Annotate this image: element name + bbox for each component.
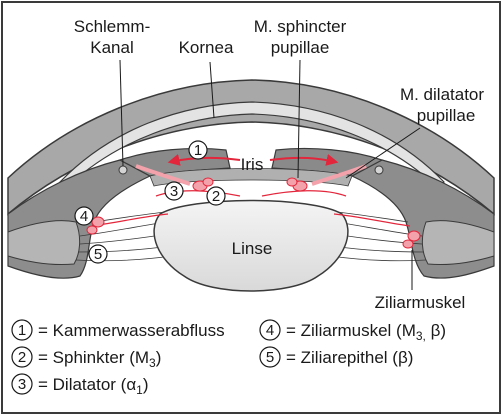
legend-item-1: 1 = Kammerwasserabfluss [12,320,225,340]
label-sphincter-1: M. sphincter [254,17,347,36]
schlemm-canal-left [119,166,127,174]
svg-text:2: 2 [18,349,26,366]
label-dilatator-1: M. dilatator [400,85,484,104]
label-dilatator-2: pupillae [417,106,476,125]
svg-text:= Ziliarepithel (β): = Ziliarepithel (β) [286,348,413,367]
svg-text:4: 4 [266,322,274,339]
marker-2: 2 [207,187,225,205]
svg-text:= Kammerwasserabfluss: = Kammerwasserabfluss [38,321,225,340]
label-schlemm-1: Schlemm- [74,17,151,36]
svg-text:= Sphinkter (M3): = Sphinkter (M3) [38,348,161,370]
svg-text:= Dilatator (α1): = Dilatator (α1) [38,375,149,397]
label-iris: Iris [241,155,264,174]
marker-5: 5 [89,245,107,263]
svg-text:3: 3 [18,376,26,393]
label-schlemm-2: Kanal [90,38,133,57]
svg-text:3: 3 [170,183,178,200]
marker-3: 3 [165,182,183,200]
schlemm-canal-right [375,166,383,174]
svg-text:4: 4 [80,208,88,225]
marker-4: 4 [75,207,93,225]
label-sphincter-2: pupillae [271,38,330,57]
svg-text:5: 5 [266,349,274,366]
svg-text:5: 5 [94,246,102,263]
svg-text:2: 2 [212,188,220,205]
label-linse: Linse [232,239,273,258]
svg-text:1: 1 [18,322,26,339]
label-kornea: Kornea [179,38,234,57]
label-ziliarmuskel: Ziliarmuskel [375,293,466,312]
marker-1: 1 [189,141,207,159]
svg-text:1: 1 [194,142,202,159]
